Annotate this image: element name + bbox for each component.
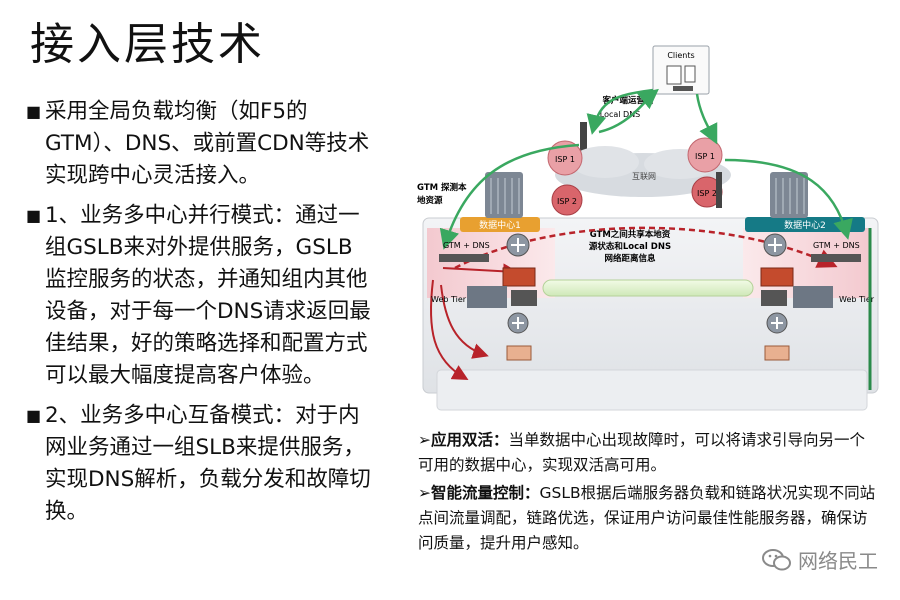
router-left-icon (506, 233, 530, 257)
bullet-text: 1、业务多中心并行模式：通过一组GSLB来对外提供服务，GSLB监控服务的状态，… (45, 203, 371, 388)
gtm-probe-line1: GTM 探测本 (417, 182, 467, 193)
web-tier-left-server-icon (467, 286, 507, 308)
square-bullet-icon: ■ (26, 406, 42, 425)
web-tier-right-server-icon (793, 286, 833, 308)
gslb-architecture-diagram: 数据中心1 数据中心2 Clients 客户端 (415, 40, 885, 422)
firewall-left-icon (502, 267, 536, 287)
isp2-left-icon (551, 184, 583, 216)
dc1-server-rack-icon (485, 172, 523, 218)
bullet-item: ■ 2、业务多中心互备模式：对于内网业务通过一组SLB来提供服务，实现DNS解析… (26, 400, 371, 528)
gtm-sync-arrow (454, 226, 838, 270)
dc-link-bar (542, 279, 754, 297)
gtm-dns-left-label: GTM + DNS (443, 241, 490, 250)
dns-to-client-arrow (598, 88, 659, 134)
isp2-right-label: ISP 2 (697, 189, 717, 198)
arrow-bullet-icon: ➢ (418, 484, 431, 502)
dc1-tab (460, 217, 540, 232)
gtm-dns-right-label: GTM + DNS (813, 241, 860, 250)
square-bullet-icon: ■ (26, 206, 42, 225)
gtm-left-device-icon (439, 254, 489, 262)
bullet-list: ■ 采用全局负载均衡（如F5的GTM）、DNS、或前置CDN等技术实现跨中心灵活… (26, 96, 371, 536)
dc2-label: 数据中心2 (784, 219, 826, 231)
switch-right-icon (761, 290, 787, 306)
square-bullet-icon: ■ (26, 102, 42, 121)
local-dns-server-icon (580, 122, 587, 157)
bullet-text: 采用全局负载均衡（如F5的GTM）、DNS、或前置CDN等技术实现跨中心灵活接入… (45, 99, 370, 188)
local-dns-line1: 客户端运营商 (601, 95, 654, 106)
notes-block: ➢应用双活：当单数据中心出现故障时，可以将请求引导向另一个可用的数据中心，实现双… (418, 428, 880, 559)
note-lead: 应用双活： (431, 431, 509, 449)
internet-label: 互联网 (632, 172, 656, 181)
lower-router-right-icon (766, 312, 788, 334)
isp2-right-router-icon (716, 172, 722, 208)
bullet-item: ■ 1、业务多中心并行模式：通过一组GSLB来对外提供服务，GSLB监控服务的状… (26, 200, 371, 392)
dc1-down-arrow (430, 279, 469, 380)
diagram-svg: 数据中心1 数据中心2 Clients 客户端 (417, 45, 879, 411)
client-to-isp-arrow (695, 93, 718, 145)
isp1-right-label: ISP 1 (695, 152, 715, 161)
web-tier-right-label: Web Tier (839, 295, 875, 304)
local-dns-line2: Local DNS (600, 110, 641, 119)
arrow-bullet-icon: ➢ (418, 431, 431, 449)
dc2-server-rack-icon (770, 172, 808, 218)
isp1-left-label: ISP 1 (555, 155, 575, 164)
wechat-icon (762, 548, 791, 570)
clients-icon (652, 45, 710, 95)
gtm-share-line2: 源状态和Local DNS (589, 241, 671, 252)
watermark: 网络民工 (762, 545, 878, 574)
bullet-item: ■ 采用全局负载均衡（如F5的GTM）、DNS、或前置CDN等技术实现跨中心灵活… (26, 96, 371, 192)
watermark-text: 网络民工 (798, 549, 878, 573)
lower-band (436, 369, 868, 411)
dc1-down-arrow-2 (440, 284, 489, 359)
note-item: ➢应用双活：当单数据中心出现故障时，可以将请求引导向另一个可用的数据中心，实现双… (418, 428, 880, 478)
isp2-left-label: ISP 2 (557, 197, 577, 206)
dns-to-dc1-arrow (439, 143, 580, 250)
lower-firewall-right-icon (764, 345, 790, 361)
isp-to-dc2-arrow (724, 158, 853, 240)
note-item: ➢智能流量控制：GSLB根据后端服务器负载和链路状况实现不同站点间流量调配，链路… (418, 481, 880, 556)
firewall-right-icon (760, 267, 794, 287)
note-text: 当单数据中心出现故障时，可以将请求引导向另一个可用的数据中心，实现双活高可用。 (418, 431, 866, 474)
lower-router-left-icon (507, 312, 529, 334)
dc1-label: 数据中心1 (479, 219, 521, 231)
lower-firewall-left-icon (506, 345, 532, 361)
switch-left-icon (511, 290, 537, 306)
gtm-share-line3: 网络距离信息 (604, 253, 656, 264)
bullet-text: 2、业务多中心互备模式：对于内网业务通过一组SLB来提供服务，实现DNS解析，负… (45, 403, 371, 524)
gtm-right-device-icon (811, 254, 861, 262)
note-lead: 智能流量控制： (431, 484, 540, 502)
gtm-share-line1: GTM之间共享本地资 (590, 229, 671, 240)
clients-label: Clients (667, 51, 694, 60)
gtm-probe-line2: 地资源 (417, 195, 443, 206)
web-tier-left-label: Web Tier (431, 295, 467, 304)
router-right-icon (763, 233, 787, 257)
note-text: GSLB根据后端服务器负载和链路状况实现不同站点间流量调配，链路优选，保证用户访… (418, 484, 876, 552)
slide-title: 接入层技术 (30, 19, 265, 70)
isp1-left-icon (547, 140, 583, 176)
